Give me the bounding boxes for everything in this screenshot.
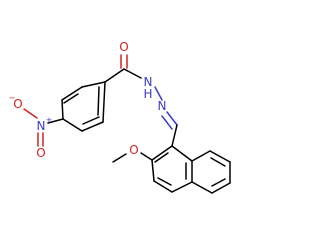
imine-bond-2 [161, 115, 173, 130]
naph-bond-11 [191, 181, 213, 194]
ring-nitro-bond [47, 118, 64, 124]
naph-bond-8-inner [210, 157, 226, 167]
ring-a-bond-6 [102, 81, 106, 123]
atom-labels: O N H N N + O − O O [9, 40, 167, 160]
naph-bond-2 [151, 159, 155, 182]
atom-n-amide: N [144, 75, 153, 89]
ring-carbonyl-bond [104, 68, 125, 83]
ring-a-bond-2-inner [63, 93, 79, 104]
naph-bond-3-inner [157, 177, 172, 186]
ring-a-bond-1 [81, 81, 106, 88]
naph-bond-8 [209, 150, 231, 163]
n-n-bond [154, 86, 163, 101]
naph-bond-1-inner [154, 152, 169, 163]
naph-bond-7 [191, 150, 211, 162]
atom-n-nitro: N [37, 119, 46, 133]
ring-a-bond-5 [81, 121, 104, 132]
naph-bond-6 [171, 145, 193, 162]
ring-a-bond-3 [61, 99, 64, 120]
imine-ring-bond [171, 124, 178, 147]
atom-o-nitro-top-charge: − [9, 94, 16, 103]
ring-a-bond-4 [62, 118, 83, 132]
methoxy-methyl-bond [112, 153, 127, 163]
naph-bond-1 [151, 145, 173, 161]
atom-o-carbonyl: O [119, 40, 128, 54]
naph-bond-4 [171, 181, 193, 193]
atom-o-nitro-top: O [13, 97, 22, 111]
atom-o-methoxy: O [129, 143, 138, 157]
atom-n-imine: N [158, 99, 167, 113]
naph-bond-3 [153, 180, 173, 193]
naph-bond-10 [211, 182, 231, 194]
nitro-o-top-bond [23, 108, 38, 119]
bonds [23, 54, 231, 194]
carbonyl-n-bond [123, 68, 142, 79]
atom-h-amide: H [143, 87, 152, 101]
ring-a-bond-5-inner [82, 116, 100, 125]
naph-bond-10-inner [211, 178, 226, 187]
methoxy-o-bond [140, 152, 153, 161]
atom-n-nitro-charge: + [46, 116, 53, 125]
imine-bond-1 [166, 111, 178, 126]
ring-a-bond-2 [61, 86, 83, 101]
structure-diagram: O N H N N + O − O O [9, 40, 231, 194]
atom-o-nitro-bottom: O [36, 146, 45, 160]
ring-a-bond-6-inner [97, 86, 100, 116]
